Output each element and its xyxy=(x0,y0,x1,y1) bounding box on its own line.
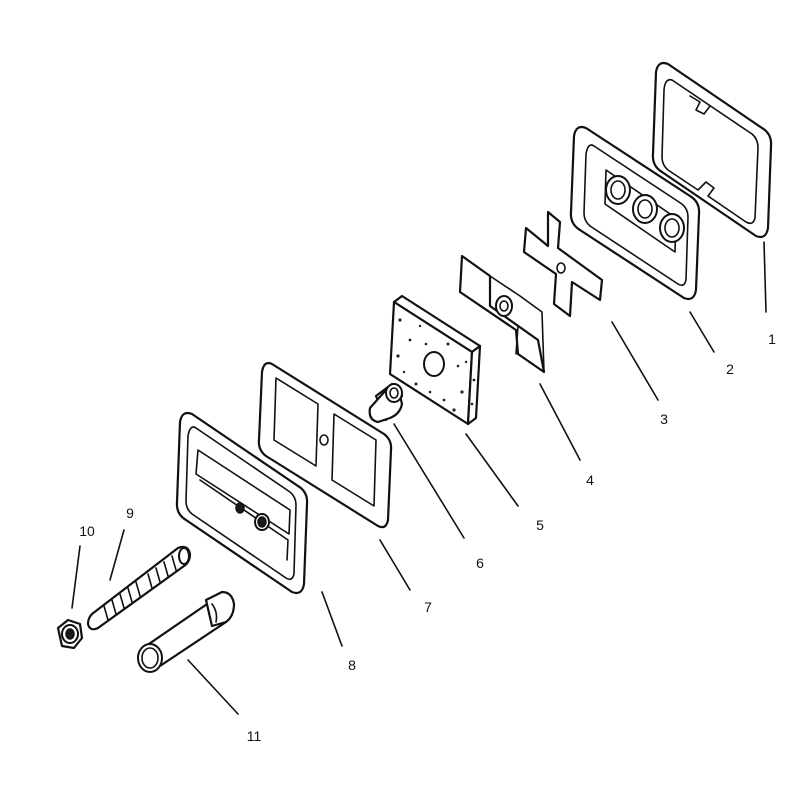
leader-lines xyxy=(71,241,767,715)
callout-7: 7 xyxy=(424,599,432,615)
part-2-valve-plate xyxy=(569,125,701,301)
leader-7 xyxy=(379,539,411,591)
part-9-threaded-stud xyxy=(86,545,192,631)
callout-9: 9 xyxy=(126,505,134,521)
leader-10 xyxy=(71,545,81,609)
callout-3: 3 xyxy=(660,411,668,427)
callout-4: 4 xyxy=(586,472,594,488)
leader-6 xyxy=(393,423,465,539)
callout-5: 5 xyxy=(536,517,544,533)
part-4-stop-plate xyxy=(458,254,546,374)
callout-11: 11 xyxy=(247,728,262,744)
part-5-block xyxy=(388,294,482,426)
callout-6: 6 xyxy=(476,555,484,571)
part-10-nut xyxy=(56,618,84,650)
leader-9 xyxy=(109,529,125,581)
leader-2 xyxy=(689,311,715,353)
block-texture xyxy=(396,318,476,412)
part-3-cross-reed xyxy=(522,210,604,318)
leader-3 xyxy=(611,321,659,401)
leader-8 xyxy=(321,591,343,647)
leader-1 xyxy=(763,241,767,313)
part-1-gasket xyxy=(651,61,773,239)
callout-labels: 1 2 3 4 5 6 7 8 9 10 11 xyxy=(79,331,776,744)
callout-1: 1 xyxy=(768,331,776,347)
leader-11 xyxy=(187,659,239,715)
part-8-cover-plate xyxy=(175,411,309,595)
leader-5 xyxy=(465,433,519,507)
part-11-bolt xyxy=(137,590,236,673)
part-6-bushing xyxy=(368,382,404,424)
callout-10: 10 xyxy=(79,523,95,539)
callout-8: 8 xyxy=(348,657,356,673)
callout-2: 2 xyxy=(726,361,734,377)
part-7-divided-gasket xyxy=(257,361,393,529)
leader-4 xyxy=(539,383,581,461)
